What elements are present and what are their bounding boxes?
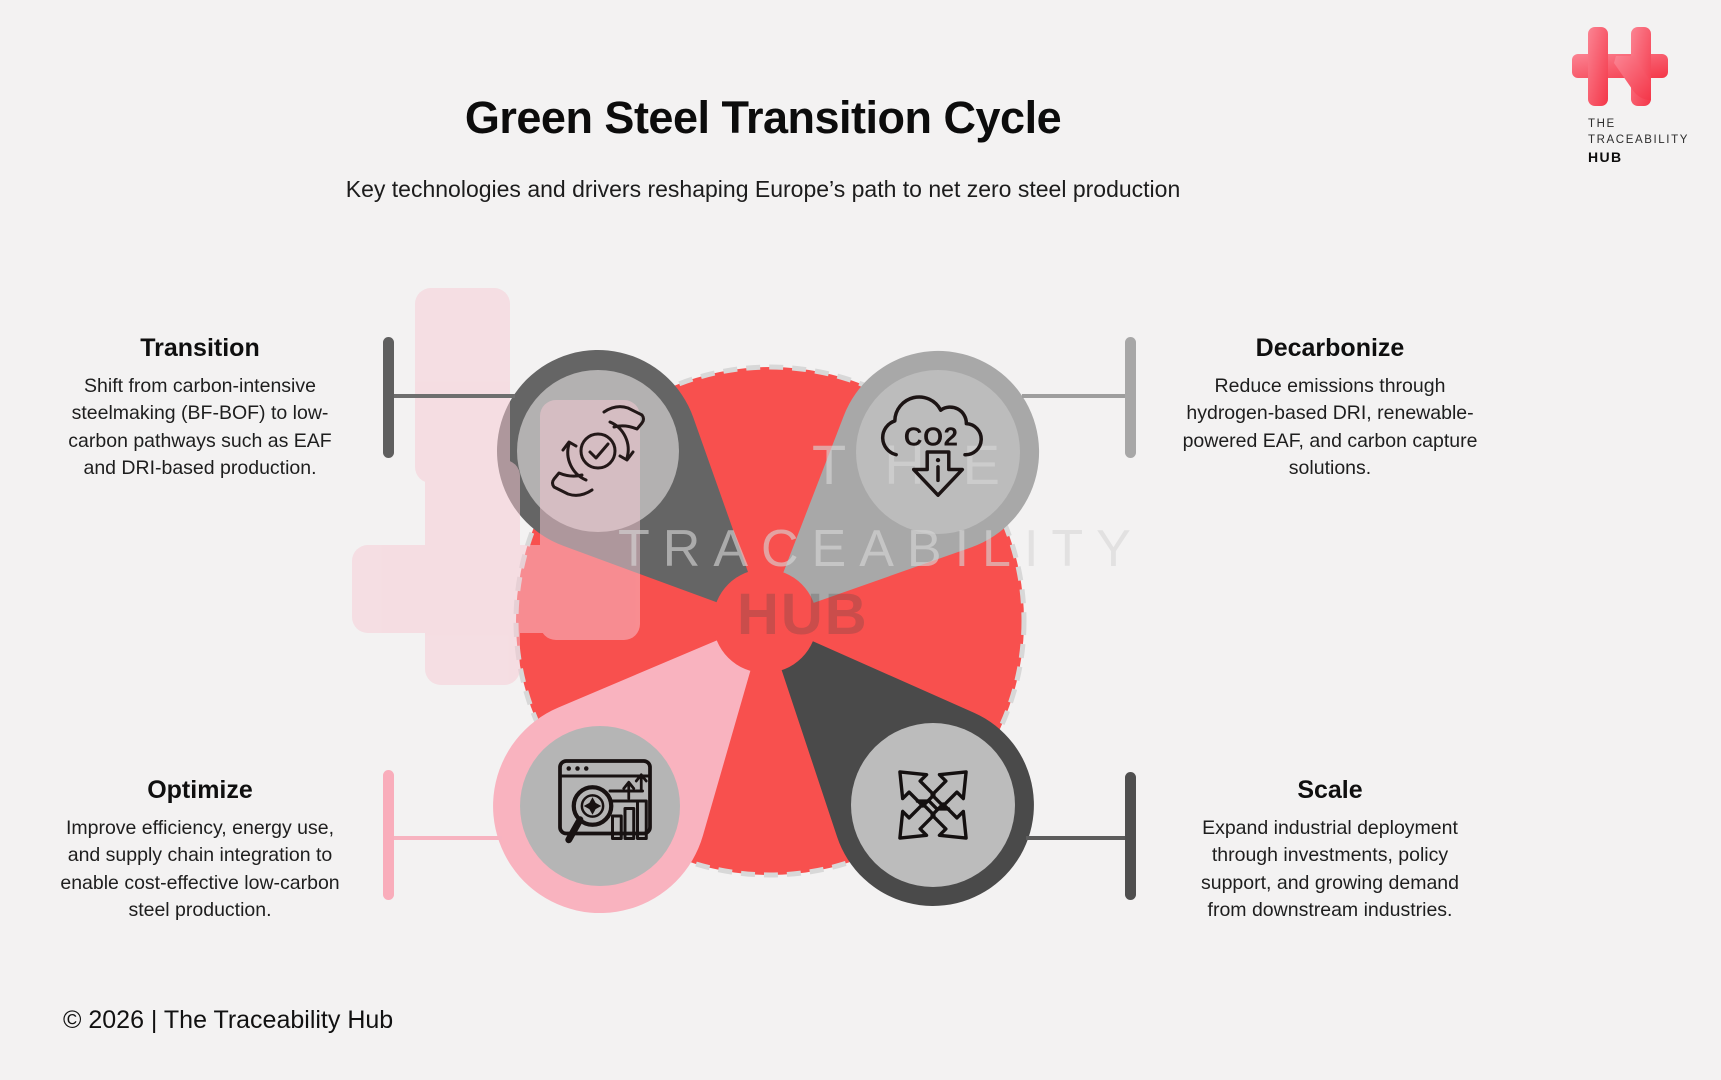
brand-logo-icon: [1572, 27, 1668, 106]
hands-cycle-check-icon: [551, 405, 645, 497]
cycle-hub: [713, 569, 817, 673]
logo-watermark: [352, 288, 640, 685]
step-optimize: Optimize Improve efficiency, energy use,…: [50, 776, 350, 924]
watermark-the: THE: [812, 433, 1038, 496]
page-subtitle: Key technologies and drivers reshaping E…: [345, 176, 1181, 202]
step-decarbonize: Decarbonize Reduce emissions through hyd…: [1180, 334, 1480, 482]
step-scale-title: Scale: [1297, 776, 1363, 804]
page-title: Green Steel Transition Cycle: [464, 92, 1062, 143]
step-optimize-description: Improve efficiency, energy use, and supp…: [60, 817, 340, 921]
connector-optimize: [383, 770, 502, 900]
step-transition: Transition Shift from carbon-intensive s…: [50, 334, 350, 482]
text-watermark: THE TRACEABILITY HUB: [618, 433, 1144, 647]
step-transition-title: Transition: [140, 334, 260, 362]
watermark-hub: HUB: [737, 582, 869, 647]
step-optimize-title: Optimize: [147, 776, 253, 804]
copyright-text: © 2026 | The Traceability Hub: [63, 1006, 394, 1034]
co2-label: CO2: [904, 423, 959, 451]
brand-wordmark: THE TRACEABILITY HUB: [1588, 118, 1689, 165]
connector-transition: [383, 337, 515, 458]
step-scale: Scale Expand industrial deployment throu…: [1180, 776, 1480, 924]
expand-arrows-icon: [886, 758, 980, 852]
analytics-magnifier-icon: [558, 759, 652, 844]
step-transition-description: Shift from carbon-intensive steelmaking …: [68, 375, 332, 479]
brand-line-hub: HUB: [1588, 149, 1623, 165]
step-scale-description: Expand industrial deployment through inv…: [1200, 817, 1459, 921]
step-decarbonize-description: Reduce emissions through hydrogen-based …: [1182, 375, 1478, 479]
step-decarbonize-title: Decarbonize: [1255, 334, 1405, 362]
brand-line-the: THE: [1588, 118, 1616, 130]
co2-reduction-icon: CO2: [880, 395, 983, 497]
connector-scale: [1026, 772, 1136, 900]
connector-decarbonize: [1022, 337, 1136, 458]
brand-line-traceability: TRACEABILITY: [1588, 133, 1689, 146]
watermark-traceability: TRACEABILITY: [618, 520, 1144, 578]
